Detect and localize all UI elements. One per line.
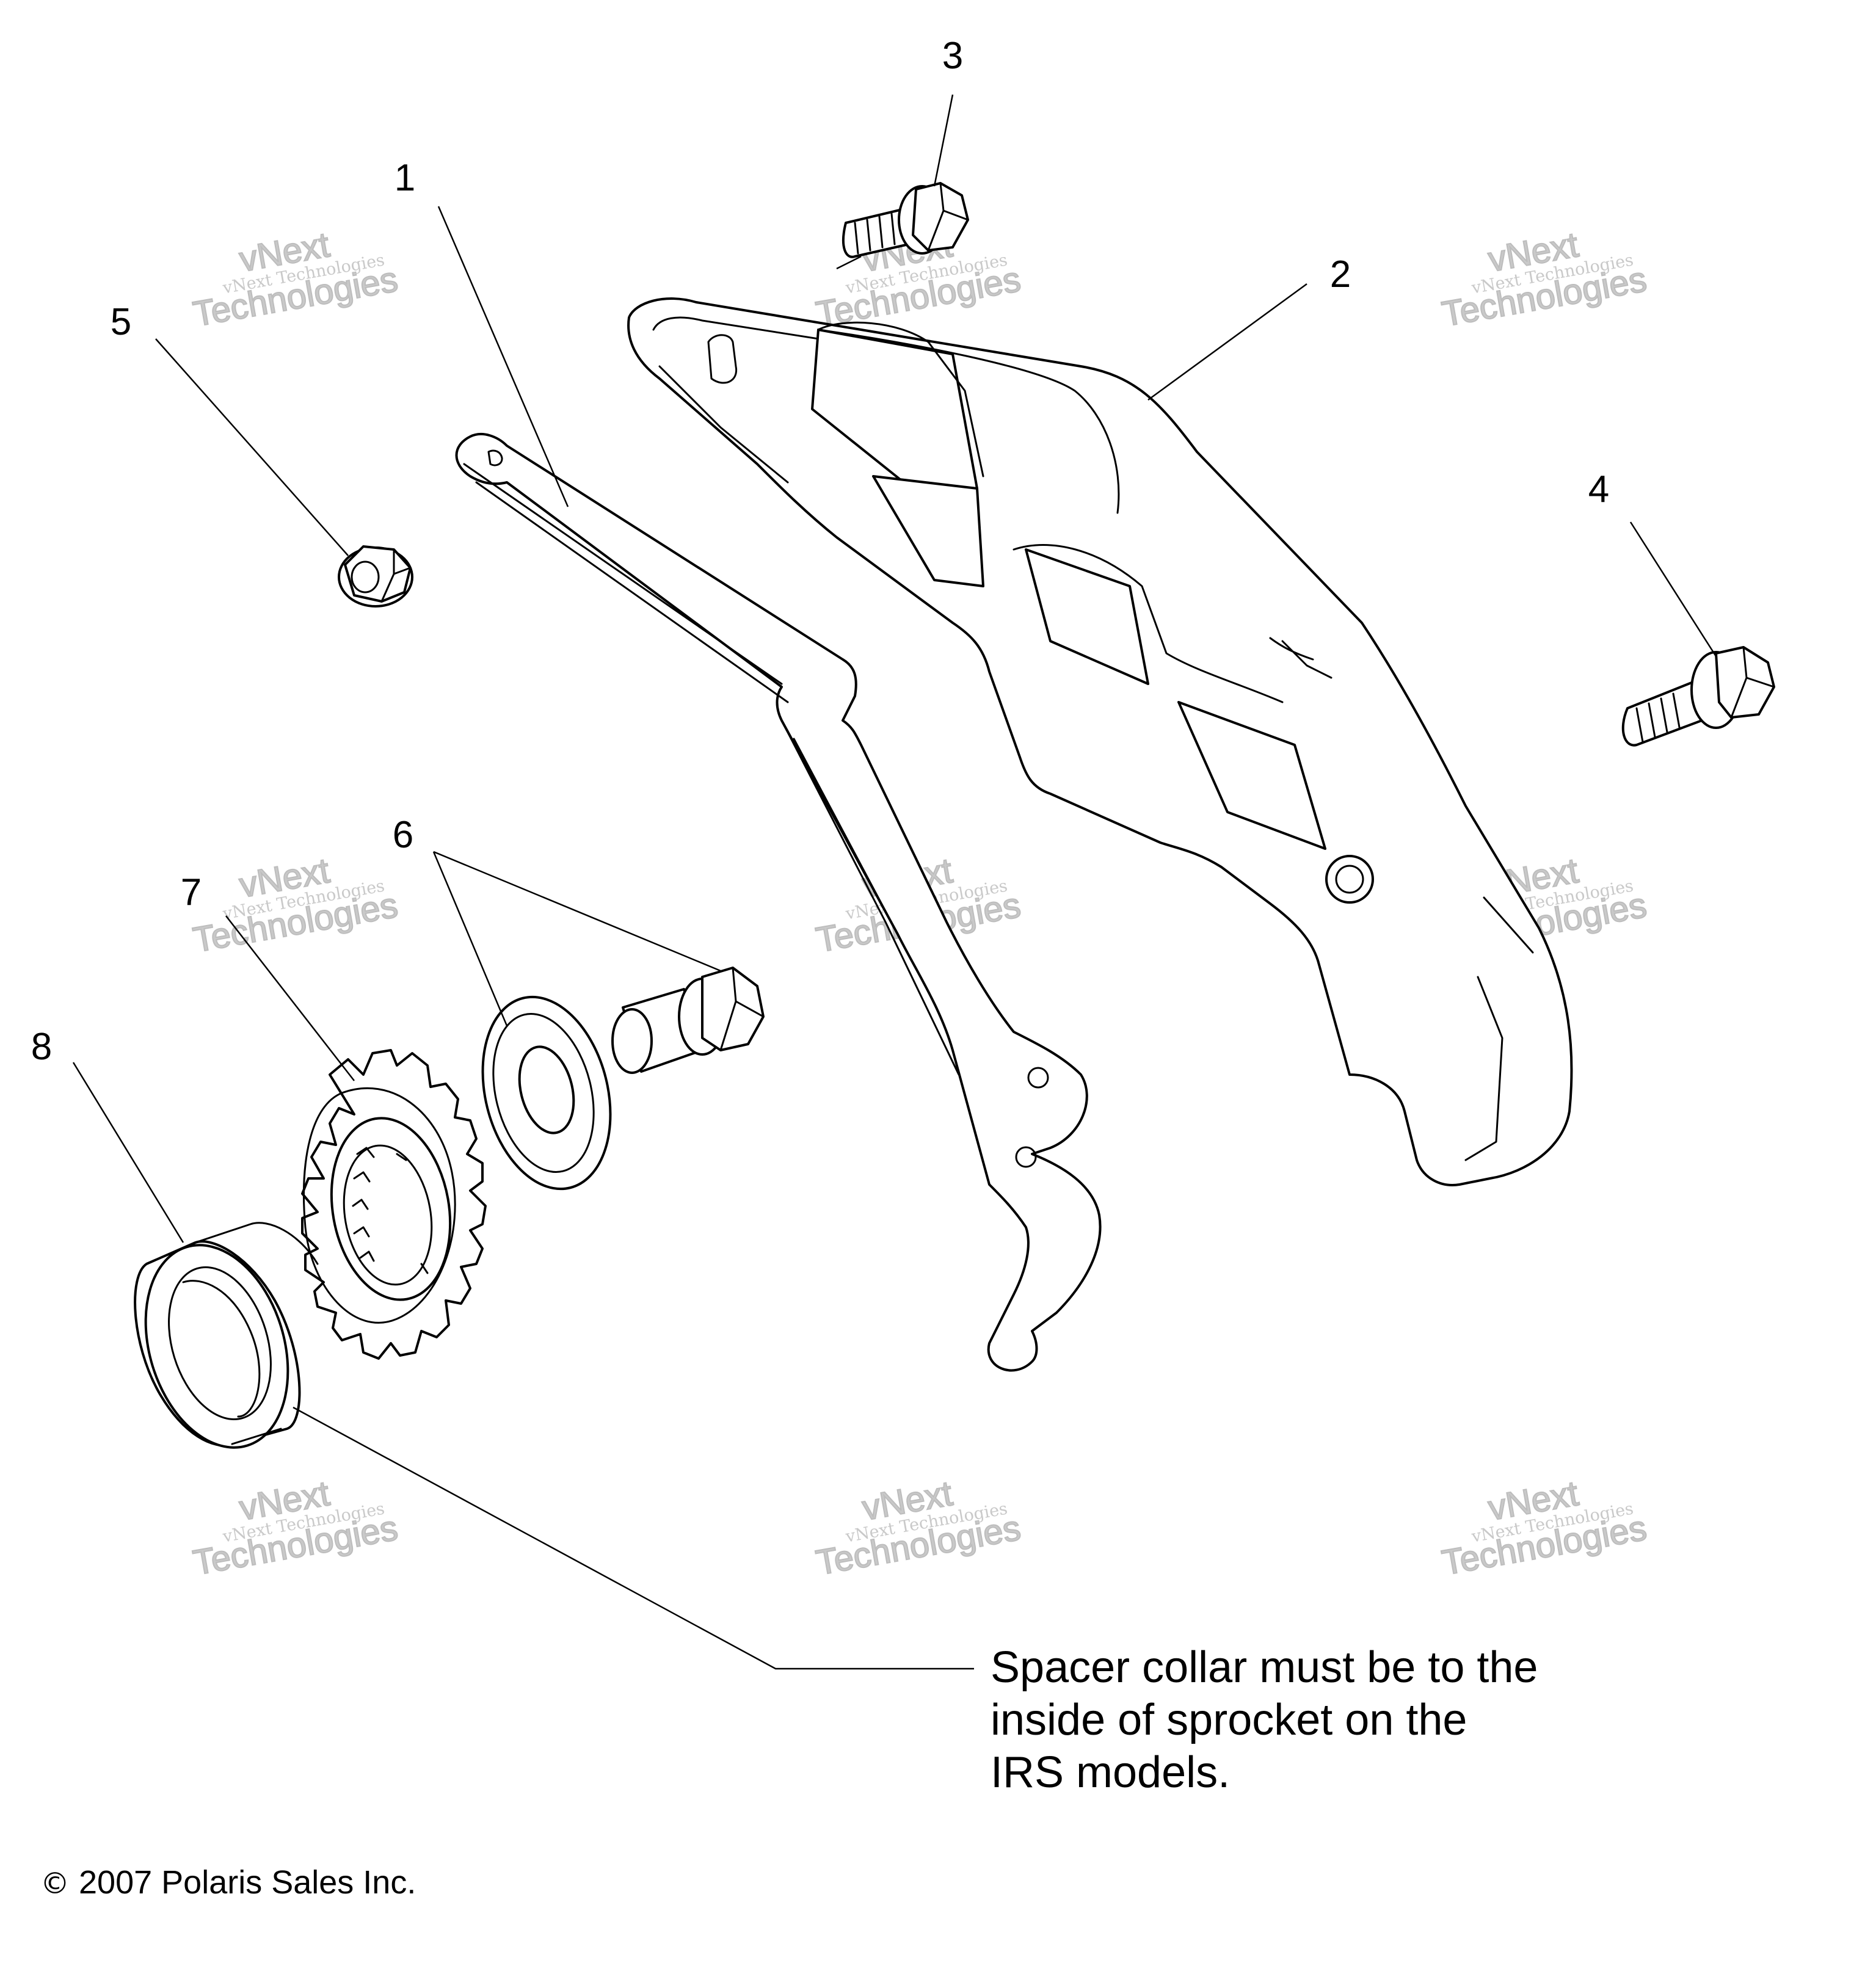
leader-5 bbox=[155, 338, 349, 556]
leader-4 bbox=[1629, 521, 1717, 657]
watermark: vNext Technologies vNext Technologies bbox=[189, 1473, 401, 1583]
watermark: vNext Technologies vNext Technologies bbox=[812, 1473, 1024, 1583]
leader-6a bbox=[433, 851, 721, 972]
callout-8: 8 bbox=[31, 1026, 52, 1068]
callout-3: 3 bbox=[942, 35, 963, 77]
leader-7 bbox=[225, 915, 355, 1081]
flange-bolt-short[interactable] bbox=[842, 182, 969, 258]
callout-numbers: 1 2 3 4 5 6 7 8 bbox=[31, 35, 1609, 1068]
sprocket-bolt-and-washer[interactable] bbox=[464, 967, 765, 1202]
callout-2: 2 bbox=[1330, 253, 1351, 296]
callout-1: 1 bbox=[394, 157, 415, 199]
note-line-2: inside of sprocket on the bbox=[991, 1696, 1467, 1744]
watermark: vNext Technologies vNext Technologies bbox=[1438, 1473, 1650, 1583]
chain-guide-bracket[interactable] bbox=[455, 433, 1102, 1372]
leader-note bbox=[293, 1406, 974, 1670]
callout-6: 6 bbox=[393, 814, 413, 856]
spacer-collar[interactable] bbox=[122, 1222, 319, 1465]
note-line-1: Spacer collar must be to the bbox=[991, 1643, 1538, 1692]
flange-nut[interactable] bbox=[338, 545, 413, 608]
leader-3b bbox=[836, 255, 862, 270]
callout-4: 4 bbox=[1588, 468, 1609, 510]
callout-7: 7 bbox=[181, 871, 202, 913]
watermark: vNext Technologies vNext Technologies bbox=[1438, 224, 1650, 335]
leader-1 bbox=[437, 206, 569, 507]
leader-lines bbox=[72, 94, 1717, 1670]
chain-guard[interactable] bbox=[627, 297, 1573, 1186]
leader-8 bbox=[72, 1062, 184, 1243]
leader-6b bbox=[432, 851, 508, 1026]
flange-bolt[interactable] bbox=[1621, 646, 1775, 747]
copyright-text: 2007 Polaris Sales Inc. bbox=[79, 1864, 416, 1901]
copyright: © 2007 Polaris Sales Inc. bbox=[40, 1863, 416, 1901]
watermark: vNext Technologies vNext Technologies bbox=[189, 850, 401, 960]
sprocket[interactable] bbox=[301, 1049, 487, 1360]
copyright-symbol: © bbox=[40, 1867, 70, 1901]
leader-3a bbox=[933, 94, 954, 187]
callout-5: 5 bbox=[111, 301, 131, 343]
leader-2 bbox=[1147, 283, 1307, 401]
note-line-3: IRS models. bbox=[991, 1748, 1231, 1797]
watermark: vNext Technologies vNext Technologies bbox=[189, 224, 401, 335]
